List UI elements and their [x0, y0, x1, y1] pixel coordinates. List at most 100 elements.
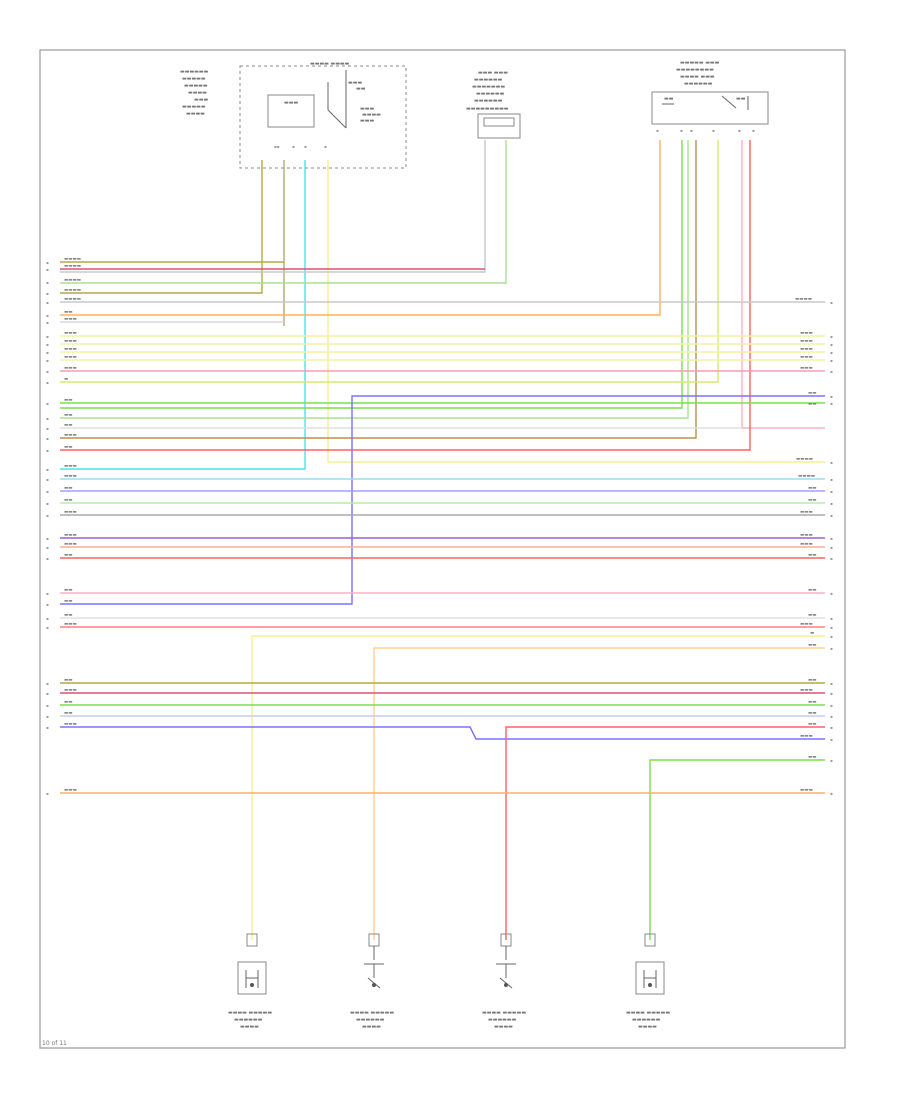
svg-text:▬▬▬: ▬▬▬ — [800, 533, 813, 538]
relay-component: ▬▬▬▬▬▬ ▬▬▬▬▬ ▬▬▬▬▬ ▬▬▬▬ ▬▬▬ ▬▬▬▬▬ ▬▬▬▬ ▬… — [180, 61, 407, 169]
svg-text:▪: ▪ — [830, 634, 833, 639]
svg-text:▪: ▪ — [46, 313, 49, 318]
svg-text:▬▬▬: ▬▬▬ — [360, 106, 374, 112]
svg-text:▬▬▬: ▬▬▬ — [64, 331, 77, 336]
svg-text:▪: ▪ — [46, 342, 49, 347]
svg-text:▬▬: ▬▬ — [808, 613, 817, 618]
svg-text:▬▬▬: ▬▬▬ — [800, 788, 813, 793]
svg-text:▪: ▪ — [46, 260, 49, 265]
svg-text:▪: ▪ — [46, 334, 49, 339]
svg-text:▬▬▬: ▬▬▬ — [800, 331, 813, 336]
svg-text:▬▬▬: ▬▬▬ — [284, 100, 298, 106]
svg-text:▪: ▪ — [830, 334, 833, 339]
svg-text:▬▬: ▬▬ — [808, 722, 817, 727]
svg-text:▬▬: ▬▬ — [64, 498, 73, 503]
svg-text:▬▬▬: ▬▬▬ — [348, 80, 362, 86]
svg-text:▬▬: ▬▬ — [808, 678, 817, 683]
svg-text:▪: ▪ — [46, 477, 49, 482]
svg-text:▪: ▪ — [830, 714, 833, 719]
svg-text:▬▬▬▬▬: ▬▬▬▬▬ — [182, 104, 206, 110]
svg-text:▬▬: ▬▬ — [64, 413, 73, 418]
svg-text:▬▬▬▬▬▬▬▬: ▬▬▬▬▬▬▬▬ — [676, 67, 714, 73]
svg-text:▪: ▪ — [46, 300, 49, 305]
svg-text:▪: ▪ — [46, 350, 49, 355]
svg-text:▪: ▪ — [304, 144, 307, 149]
svg-text:▪: ▪ — [656, 128, 659, 133]
svg-text:▬▬▬▬: ▬▬▬▬ — [188, 90, 207, 96]
svg-text:▪: ▪ — [46, 416, 49, 421]
svg-text:▬▬: ▬▬ — [64, 599, 73, 604]
svg-text:▬▬: ▬▬ — [64, 588, 73, 593]
svg-text:▬▬▬▬: ▬▬▬▬ — [795, 297, 812, 302]
svg-text:▪: ▪ — [46, 591, 49, 596]
solenoid-2: ▬▬▬▬ ▬▬▬▬▬ ▬▬▬▬▬▬ ▬▬▬▬ — [350, 933, 394, 1030]
svg-text:▪: ▪ — [46, 489, 49, 494]
svg-text:▪: ▪ — [830, 513, 833, 518]
svg-text:▬▬▬▬: ▬▬▬▬ — [362, 112, 381, 118]
svg-text:▪: ▪ — [292, 144, 295, 149]
svg-text:▪: ▪ — [46, 448, 49, 453]
svg-text:▬▬: ▬▬ — [356, 86, 366, 92]
svg-text:▬▬: ▬▬ — [64, 486, 73, 491]
svg-text:▬▬▬▬: ▬▬▬▬ — [638, 1024, 657, 1030]
svg-text:▬▬: ▬▬ — [64, 398, 73, 403]
svg-text:▪: ▪ — [46, 691, 49, 696]
solenoid-1: ▬▬▬▬ ▬▬▬▬▬ ▬▬▬▬▬▬ ▬▬▬▬ — [228, 933, 272, 1030]
svg-text:▪: ▪ — [830, 394, 833, 399]
svg-text:▪: ▪ — [830, 691, 833, 696]
svg-text:▪: ▪ — [830, 556, 833, 561]
svg-text:▪: ▪ — [738, 128, 741, 133]
svg-text:▬▬▬▬▬▬: ▬▬▬▬▬▬ — [474, 77, 503, 83]
svg-text:▬▬▬: ▬▬▬ — [64, 464, 77, 469]
svg-text:▬▬▬: ▬▬▬ — [64, 688, 77, 693]
svg-text:▬▬▬: ▬▬▬ — [800, 542, 813, 547]
svg-text:▬▬▬: ▬▬▬ — [800, 347, 813, 352]
svg-text:▬▬▬▬▬▬: ▬▬▬▬▬▬ — [234, 1017, 263, 1023]
svg-text:▪: ▪ — [46, 725, 49, 730]
svg-text:▪: ▪ — [830, 591, 833, 596]
svg-text:▬▬▬: ▬▬▬ — [800, 510, 813, 515]
svg-text:▬▬▬▬▬▬: ▬▬▬▬▬▬ — [356, 1017, 385, 1023]
svg-text:▬▬: ▬▬ — [64, 423, 73, 428]
svg-text:▬▬▬: ▬▬▬ — [64, 722, 77, 727]
svg-text:▬▬▬: ▬▬▬ — [64, 474, 77, 479]
svg-text:▪: ▪ — [830, 350, 833, 355]
svg-text:▪: ▪ — [830, 703, 833, 708]
svg-text:▬▬▬▬▬▬▬▬▬: ▬▬▬▬▬▬▬▬▬ — [466, 106, 509, 112]
svg-text:▬▬▬▬▬▬: ▬▬▬▬▬▬ — [476, 91, 505, 97]
svg-text:▬▬▬▬ ▬▬▬▬▬: ▬▬▬▬ ▬▬▬▬▬ — [482, 1010, 526, 1016]
svg-text:▬▬▬: ▬▬▬ — [800, 339, 813, 344]
sensor-connector-component: ▬▬▬ ▬▬▬ ▬▬▬▬▬▬ ▬▬▬▬▬▬▬ ▬▬▬▬▬▬ ▬▬▬▬▬▬ ▬▬▬… — [466, 70, 521, 139]
svg-text:▪: ▪ — [46, 703, 49, 708]
svg-text:▬▬▬: ▬▬▬ — [64, 355, 77, 360]
svg-text:▪: ▪ — [46, 556, 49, 561]
svg-text:▬▬: ▬▬ — [64, 700, 73, 705]
svg-text:▬▬: ▬▬ — [808, 643, 817, 648]
svg-text:▪: ▪ — [830, 791, 833, 796]
svg-text:▬▬▬▬: ▬▬▬▬ — [186, 111, 205, 117]
svg-text:▬▬▬▬▬▬: ▬▬▬▬▬▬ — [474, 98, 503, 104]
diagram-frame — [39, 49, 846, 1049]
svg-text:▬▬: ▬▬ — [64, 613, 73, 618]
svg-text:▬▬▬: ▬▬▬ — [64, 542, 77, 547]
svg-text:▬▬▬: ▬▬▬ — [360, 118, 374, 124]
svg-text:▬▬▬▬: ▬▬▬▬ — [362, 1024, 381, 1030]
svg-text:▬▬▬▬ ▬▬▬▬▬: ▬▬▬▬ ▬▬▬▬▬ — [228, 1010, 272, 1016]
svg-text:▬▬▬: ▬▬▬ — [800, 688, 813, 693]
svg-text:▪: ▪ — [830, 342, 833, 347]
svg-text:▬▬▬: ▬▬▬ — [800, 366, 813, 371]
svg-text:▬▬▬▬ ▬▬▬▬▬: ▬▬▬▬ ▬▬▬▬▬ — [626, 1010, 670, 1016]
svg-text:▪: ▪ — [830, 489, 833, 494]
svg-text:▪: ▪ — [680, 128, 683, 133]
svg-text:▪: ▪ — [46, 267, 49, 272]
svg-text:▪: ▪ — [690, 128, 693, 133]
svg-text:▪: ▪ — [46, 369, 49, 374]
svg-text:▬▬▬ ▬▬▬: ▬▬▬ ▬▬▬ — [478, 70, 508, 76]
svg-text:▪: ▪ — [830, 625, 833, 630]
svg-text:▬▬▬▬ ▬▬▬▬: ▬▬▬▬ ▬▬▬▬ — [310, 61, 350, 67]
svg-text:▪: ▪ — [46, 280, 49, 285]
svg-text:▪: ▪ — [46, 545, 49, 550]
svg-text:▪: ▪ — [324, 144, 327, 149]
horizontal-wires — [60, 261, 825, 940]
